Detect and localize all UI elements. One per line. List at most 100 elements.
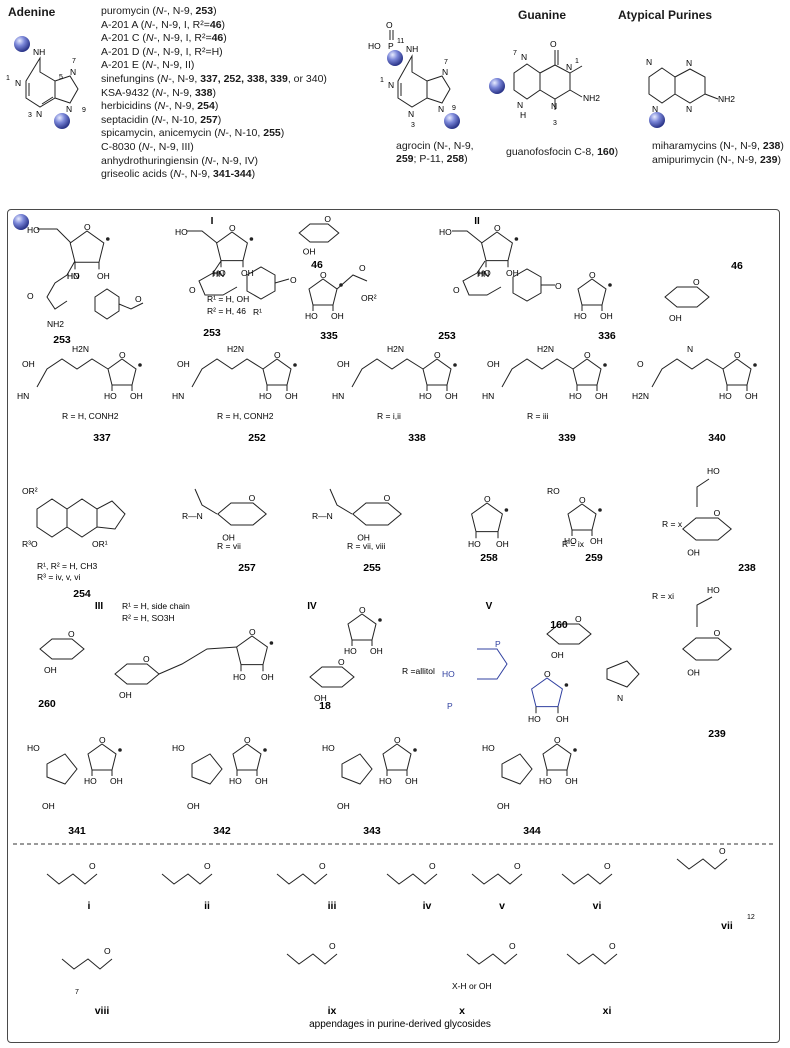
adenine-list-item: puromycin (N-, N-9, 253)	[101, 5, 217, 17]
svg-text:HN: HN	[332, 391, 344, 401]
compound-label: 340	[708, 432, 726, 444]
svg-text:OH: OH	[222, 532, 235, 542]
svg-text:HO: HO	[213, 268, 226, 278]
svg-text:OH: OH	[556, 714, 569, 724]
svg-text:HO: HO	[574, 311, 587, 321]
r-note: R =allitol	[402, 666, 435, 676]
svg-text:HO: HO	[172, 743, 185, 753]
compound-label: 253	[438, 330, 456, 342]
adenine-list-item: griseolic acids (N-, N-9, 341-344)	[101, 168, 256, 181]
svg-text:O: O	[104, 946, 111, 956]
adenine-list-item: herbicidins (N-, N-9, 254)	[101, 100, 219, 113]
compound-label: 255	[363, 562, 381, 574]
appendage-label: vi	[593, 900, 602, 912]
compound-label: 342	[213, 825, 231, 837]
agrocin-pos-7: 7	[444, 59, 448, 66]
appendage-label: i	[88, 900, 91, 912]
adenine-list-item: A-201 C (N-, N-9, I, R²=46)	[101, 32, 227, 45]
attachment-sphere-icon	[54, 113, 70, 129]
svg-text:HO: HO	[104, 391, 117, 401]
svg-text:O: O	[290, 275, 297, 285]
svg-text:OR²: OR²	[22, 486, 38, 496]
svg-text:OH: OH	[551, 650, 564, 660]
svg-text:OR²: OR²	[361, 293, 377, 303]
r-note: R = ix	[562, 539, 585, 549]
atypical-caption: miharamycins (N-, N-9, 238) amipurimycin…	[652, 140, 784, 167]
atyp-n7: N	[646, 57, 652, 67]
svg-text:RO: RO	[547, 486, 560, 496]
attachment-sphere-icon	[14, 36, 30, 52]
svg-text:HN: HN	[17, 391, 29, 401]
svg-text:H2N: H2N	[632, 391, 649, 401]
svg-text:H2N: H2N	[387, 344, 404, 354]
svg-text:HO: HO	[175, 227, 188, 237]
svg-text:HO: HO	[442, 669, 455, 679]
compound-label: 343	[363, 825, 381, 837]
r-note: R = i,ii	[377, 411, 401, 421]
guanine-n7: N	[521, 52, 527, 62]
svg-text:R—N: R—N	[182, 511, 203, 521]
svg-text:OH: OH	[285, 391, 298, 401]
ring-oxygen: O	[434, 350, 441, 360]
ring-oxygen: O	[494, 223, 501, 233]
ring-oxygen: O	[394, 735, 401, 745]
atyp-n1: N	[686, 58, 692, 68]
atypical-purines-header: Atypical Purines	[618, 8, 713, 22]
svg-text:O: O	[249, 493, 256, 503]
adenine-list-item: C-8030 (N-, N-9, III)	[101, 140, 194, 153]
compound-label: 253	[203, 327, 221, 339]
svg-text:HO: HO	[528, 714, 541, 724]
svg-text:O: O	[555, 281, 562, 291]
appendage-label: viii	[95, 1005, 110, 1017]
compound-label: 258	[480, 552, 498, 564]
compound-label: V	[486, 601, 493, 612]
r-note: R = H, CONH2	[217, 411, 274, 421]
guanine-pos-7: 7	[513, 50, 517, 57]
svg-text:OH: OH	[331, 311, 344, 321]
ring-oxygen: O	[99, 735, 106, 745]
svg-text:O: O	[604, 861, 611, 871]
compound-label: 259	[585, 552, 603, 564]
amipurimycin-line: amipurimycin (N-, N-9, 239)	[652, 153, 781, 166]
guanine-structure: O N 7 N H N 1 N 3 NH2	[489, 39, 600, 127]
r-note: R = iii	[527, 411, 549, 421]
r-note: R³ = iv, v, vi	[37, 572, 80, 582]
svg-text:OH: OH	[97, 271, 110, 281]
appendage-label: iv	[423, 900, 432, 912]
adenine-compound-list: puromycin (N-, N-9, 253)A-201 A (N-, N-9…	[101, 5, 327, 182]
svg-text:R³O: R³O	[22, 539, 38, 549]
svg-text:OH: OH	[496, 539, 509, 549]
svg-text:O: O	[27, 291, 34, 301]
svg-text:H2N: H2N	[72, 344, 89, 354]
ring-oxygen: O	[274, 350, 281, 360]
adenine-list-item: A-201 D (N-, N-9, I, R²=H)	[101, 45, 223, 58]
svg-text:OH: OH	[405, 776, 418, 786]
svg-text:HO: HO	[259, 391, 272, 401]
svg-text:HO: HO	[564, 536, 577, 546]
svg-text:O: O	[575, 614, 582, 624]
svg-text:HO: HO	[539, 776, 552, 786]
svg-text:R¹: R¹	[253, 307, 262, 317]
svg-text:OH: OH	[241, 268, 254, 278]
r-note: R = vii, viii	[347, 541, 386, 551]
svg-text:OH: OH	[487, 359, 500, 369]
compound-label: III	[95, 601, 104, 612]
svg-text:OH: OH	[119, 690, 132, 700]
guanofosfocin-caption: guanofosfocin C-8, 160)	[506, 146, 619, 158]
appendage-label: iii	[328, 900, 337, 912]
atyp-n3: N	[686, 104, 692, 114]
agrocin-n3: N	[408, 109, 414, 119]
compound-label: 341	[68, 825, 86, 837]
agrocin-n7: N	[442, 67, 448, 77]
guanine-pos-1: 1	[575, 58, 579, 65]
svg-text:NH2: NH2	[47, 319, 64, 329]
r-note: R¹, R² = H, CH3	[37, 561, 97, 571]
adenine-list-item: anhydrothuringiensin (N-, N-9, IV)	[101, 154, 259, 167]
attachment-sphere-icon	[649, 112, 665, 128]
svg-text:O: O	[143, 654, 150, 664]
attachment-sphere-icon	[489, 78, 505, 94]
svg-text:O: O	[609, 941, 616, 951]
svg-text:O: O	[189, 285, 196, 295]
r-note: R = x	[662, 519, 683, 529]
compound-label: 252	[248, 432, 266, 444]
